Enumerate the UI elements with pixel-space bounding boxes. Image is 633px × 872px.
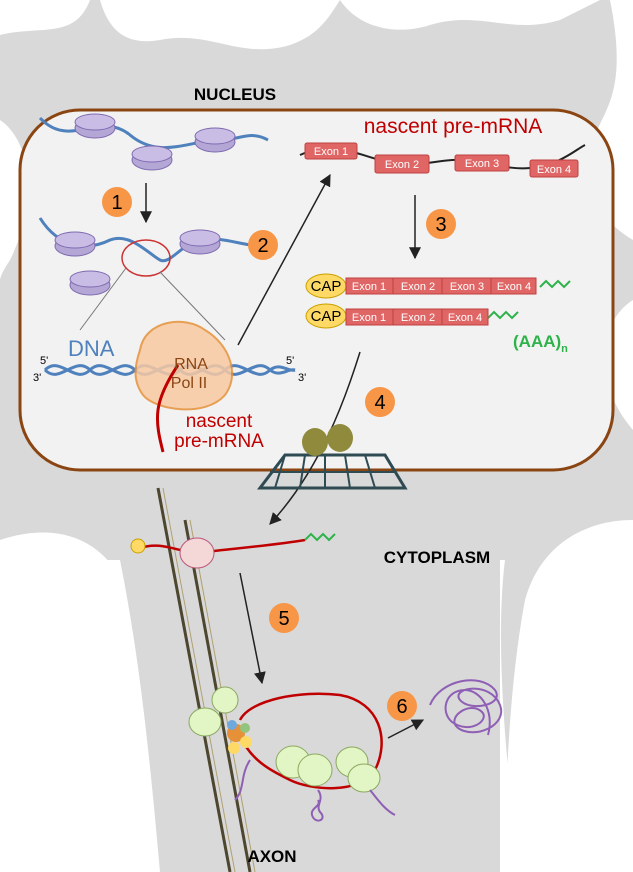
step-number-2: 2 [257,235,268,257]
rna-pol-ii [134,320,234,411]
dna-label: DNA [68,336,115,361]
arrow-step-5 [239,572,266,685]
axon-label: AXON [247,847,296,866]
arrow-step-6 [387,719,425,739]
chromatin-open [38,217,273,341]
nuclear-pore [256,424,408,490]
mrna-full-exon-4: Exon 4 [497,281,531,293]
exon-box-2 [374,154,430,174]
step-circle-4 [365,387,395,417]
mrna-spliced-exon-4: Exon 4 [448,312,482,324]
exon-label-3: Exon 3 [465,158,499,170]
five-prime-left: 5' [40,355,48,367]
nascent-label-line2: pre-mRNA [174,431,264,452]
nascent-label-line1: nascent [186,411,253,432]
exon-label-2: Exon 2 [385,159,419,171]
mature-mrna-spliced [305,303,489,329]
nascent-rna-strand [156,364,180,453]
polya-tail-1 [539,279,571,289]
mrnp-transport [130,532,336,569]
exon-box-3 [454,154,510,172]
step-number-5: 5 [278,608,289,630]
rna-pol-label-1: RNA [174,356,208,373]
step-circle-6 [387,691,417,721]
three-prime-left: 3' [33,372,41,384]
step-circle-5 [269,603,299,633]
five-prime-right: 5' [286,355,294,367]
exon-box-4 [529,159,579,178]
mrna-spliced-exon-2: Exon 2 [401,312,435,324]
exon-label-1: Exon 1 [314,146,348,158]
exon-box-1 [304,142,358,160]
step-circle-2 [248,230,278,260]
mrna-full-exon-2: Exon 2 [401,281,435,293]
step-circle-3 [426,209,456,239]
polya-tail-2 [487,310,519,320]
chromatin-closed [38,113,269,171]
step-number-4: 4 [374,392,385,414]
cytoplasm-label: CYTOPLASM [384,548,490,567]
folded-protein [429,679,503,736]
cap-label-2: CAP [311,308,342,325]
mrna-full-exon-1: Exon 1 [352,281,386,293]
nascent-pre-mrna-title: nascent pre-mRNA [364,115,543,138]
step-circle-1 [102,187,132,217]
three-prime-right: 3' [298,372,306,384]
mature-mrna-full [305,273,537,299]
arrow-step-2 [237,173,331,346]
step-number-3: 3 [435,214,446,236]
pre-mrna-exons [304,142,579,178]
step-number-6: 6 [396,696,407,718]
cap-label-1: CAP [311,278,342,295]
mrna-full-exon-3: Exon 3 [450,281,484,293]
step-circles [102,187,456,721]
step-number-1: 1 [111,192,122,214]
local-translation [188,686,396,822]
rna-pol-label-2: Pol II [171,375,207,392]
polya-label: (AAA)n [513,332,568,355]
mrna-spliced-exon-1: Exon 1 [352,312,386,324]
nucleus-label: NUCLEUS [194,85,276,104]
exon-label-4: Exon 4 [537,164,571,176]
